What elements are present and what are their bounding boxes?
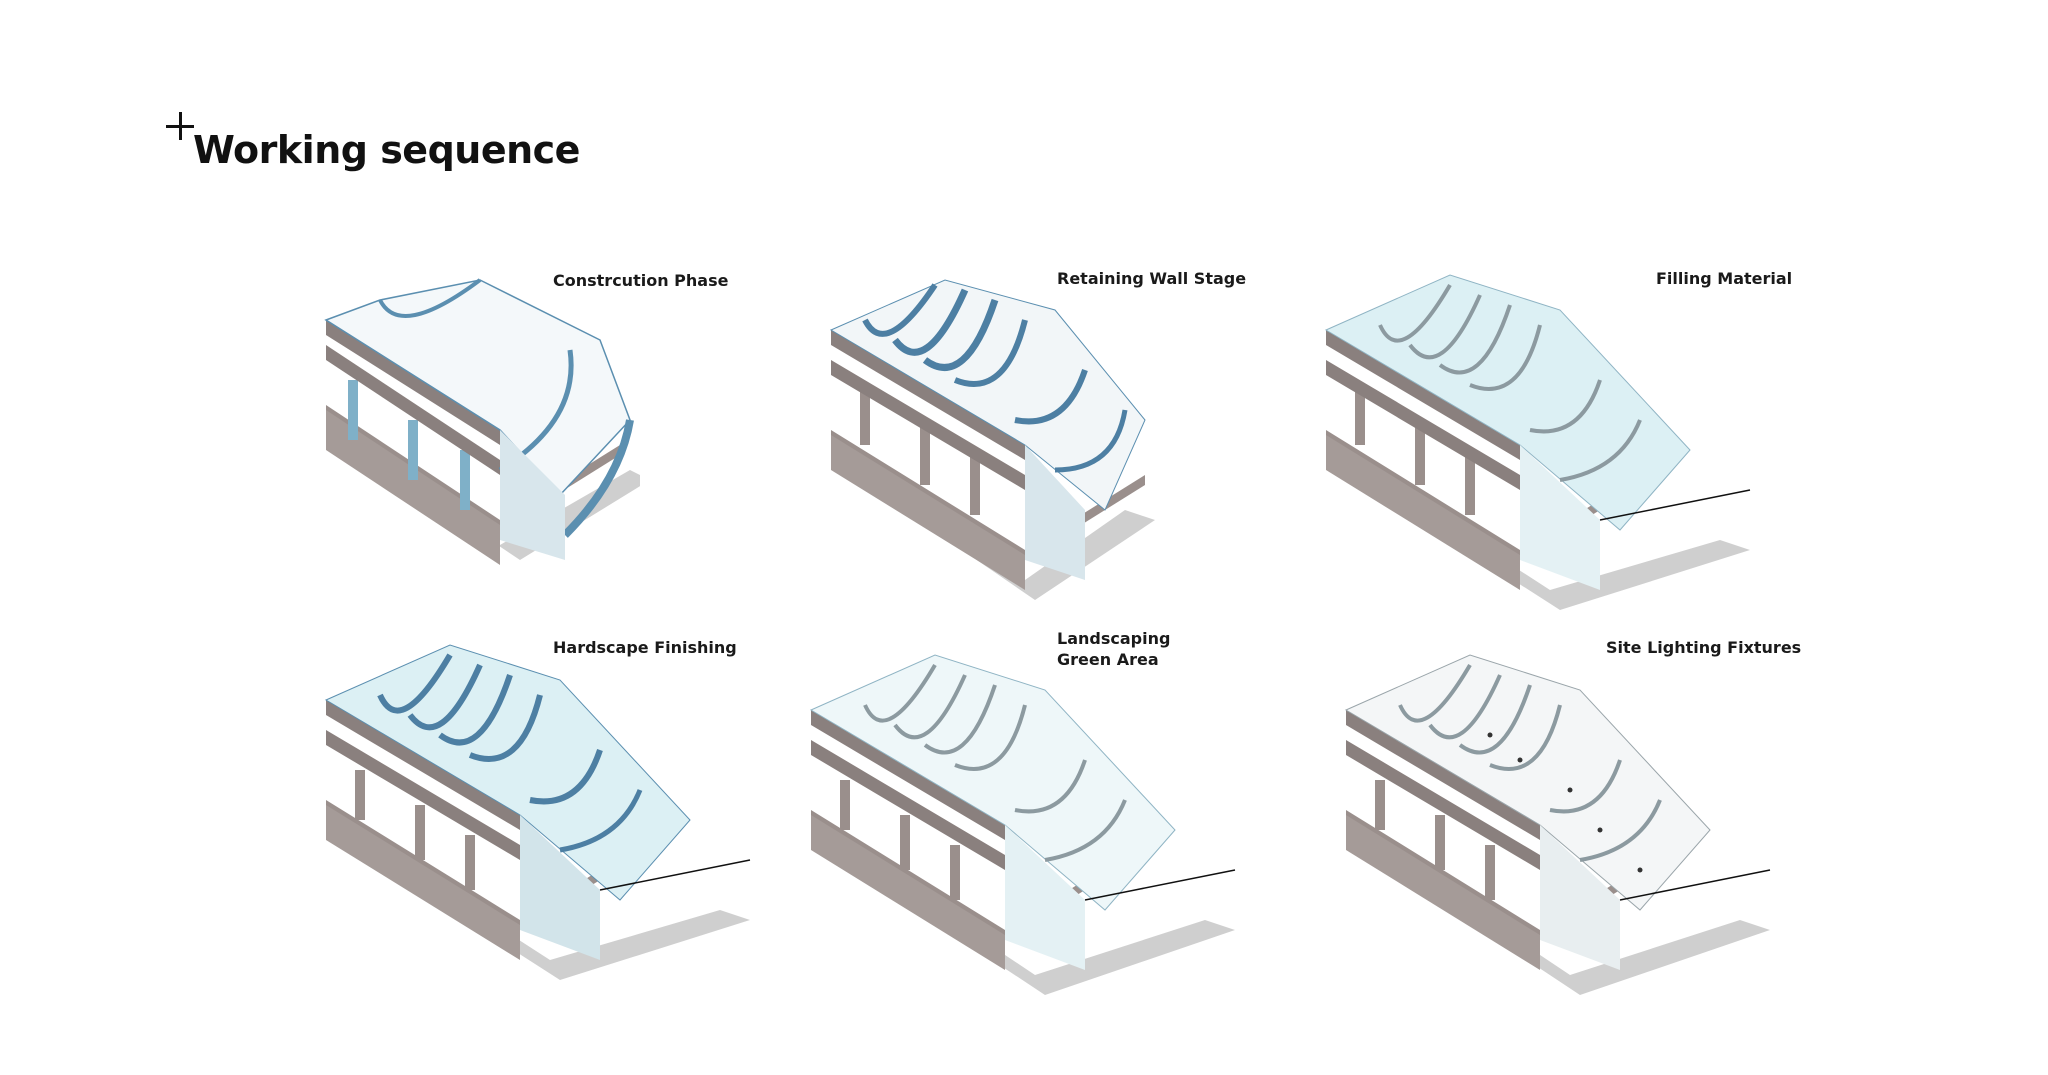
stage-diagram-landscaping	[805, 640, 1245, 1010]
stage-diagram-filling	[1320, 270, 1760, 620]
plus-icon	[166, 112, 194, 140]
stage-diagram-retaining-wall	[825, 270, 1165, 620]
stage-diagram-construction	[320, 270, 640, 590]
page-title: Working sequence	[193, 128, 580, 172]
stage-diagram-lighting	[1340, 640, 1780, 1010]
stage-diagram-hardscape	[320, 640, 760, 990]
